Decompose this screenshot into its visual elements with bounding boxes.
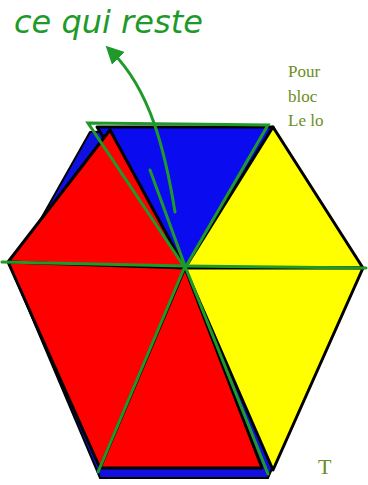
green-annotation-lines xyxy=(2,52,366,474)
arrow-to-label xyxy=(112,52,175,212)
cut-off-text: bloc xyxy=(288,88,317,105)
red-triangle xyxy=(100,268,262,468)
red-triangle xyxy=(8,130,185,268)
diagonal-line xyxy=(150,170,268,474)
diagonal-line xyxy=(98,266,185,472)
cut-off-text: Le lo xyxy=(288,112,323,129)
cut-off-text: Pour xyxy=(288,63,320,80)
cut-off-text: T xyxy=(318,456,331,478)
handwritten-note: ce qui reste xyxy=(14,6,203,38)
yellow-triangle xyxy=(185,127,363,268)
